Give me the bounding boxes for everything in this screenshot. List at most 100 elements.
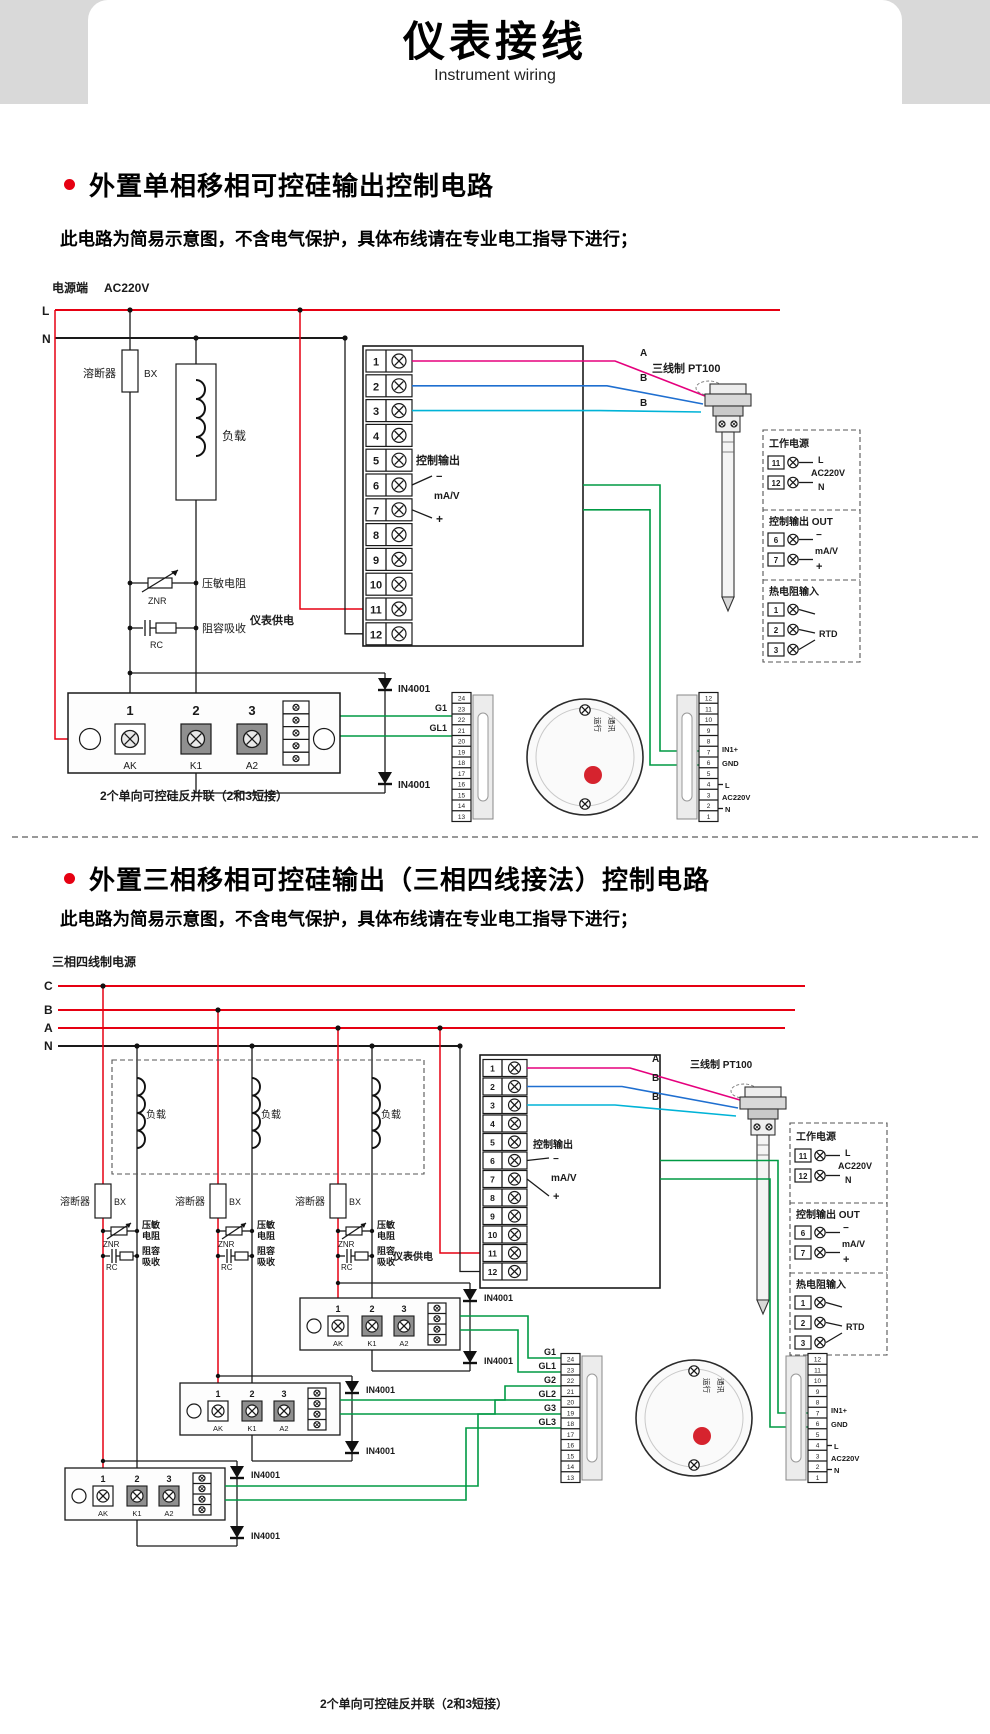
- varistor-code: ZNR: [148, 596, 167, 606]
- terminal-number: 6: [490, 1156, 495, 1166]
- page-title: 仪表接线: [402, 18, 587, 65]
- pt100-title: 三线制 PT100: [652, 361, 720, 375]
- mav-label: mA/V: [434, 491, 460, 502]
- gate-label: GL3: [538, 1417, 556, 1427]
- terminal-number: 1: [490, 1064, 495, 1074]
- terminal-number: 5: [373, 456, 379, 468]
- mav-label: mA/V: [551, 1173, 577, 1184]
- fuse-label: 溶断器: [295, 1195, 325, 1208]
- terminal-number: 3: [490, 1101, 495, 1111]
- rc-label: 阻容吸收: [202, 621, 246, 635]
- rc-code: RC: [221, 1263, 233, 1272]
- terminal-number: 7: [490, 1175, 495, 1185]
- plus-label: +: [436, 512, 443, 526]
- terminal-number: 2: [373, 381, 379, 393]
- varistor-code: ZNR: [218, 1240, 235, 1249]
- load-label: 负载: [146, 1108, 166, 1121]
- terminal-number: 11: [370, 605, 382, 617]
- scr-caption: 2个单向可控硅反并联（2和3短接）: [100, 788, 288, 803]
- line-a-label: A: [44, 1021, 53, 1035]
- line-n-label: N: [42, 332, 51, 346]
- gate-wires: G1 GL1: [340, 703, 452, 737]
- wire-b-label: B: [652, 1073, 659, 1084]
- rc-code: RC: [106, 1263, 118, 1272]
- red-bullet-icon: [64, 179, 75, 190]
- diode-label: IN4001: [366, 1446, 395, 1456]
- gate-label: GL2: [538, 1389, 556, 1399]
- three-phase-source-label: 三相四线制电源: [52, 954, 136, 969]
- sensor-wires: A B B: [527, 1054, 741, 1117]
- instrument-supply: 仪表供电: [392, 1028, 483, 1273]
- varistor-label: 压敏电阻: [202, 576, 246, 590]
- mains-lines: C B A N: [44, 979, 805, 1053]
- section1-note: 此电路为简易示意图，不含电气保护，具体布线请在专业电工指导下进行；: [60, 229, 638, 249]
- terminal-number: 1: [373, 357, 379, 369]
- fuse-code: BX: [349, 1197, 361, 1207]
- varistor-label-2: 电阻: [142, 1230, 160, 1241]
- power-end-label: 电源端: [52, 280, 88, 295]
- plus-label: +: [553, 1191, 559, 1203]
- terminal-number: 12: [370, 629, 382, 641]
- diode-branch: IN4001 IN4001: [130, 672, 431, 794]
- wire-a-label: A: [652, 1054, 659, 1065]
- diode-branch-3: IN4001 IN4001: [103, 1460, 280, 1547]
- fuse-branch: 溶断器 BX: [83, 310, 158, 693]
- terminal-number: 12: [488, 1267, 498, 1277]
- fuse-code: BX: [229, 1197, 241, 1207]
- snubber-1: 压敏 电阻 ZNR 阻容 吸收 RC: [103, 1219, 161, 1272]
- minus-label: −: [553, 1154, 559, 1165]
- ctrl-out-label: 控制输出: [533, 1138, 573, 1151]
- terminal-number: 10: [370, 580, 382, 592]
- diode-branch-2: IN4001 IN4001: [218, 1375, 395, 1462]
- g1-label: G1: [435, 703, 447, 713]
- minus-label: −: [436, 471, 442, 483]
- sensor-wires: A B B: [412, 348, 706, 413]
- rc-label-2: 吸收: [142, 1256, 160, 1267]
- diode-label: IN4001: [484, 1356, 513, 1366]
- fuses: 溶断器 BX 溶断器 BX 溶断器 BX: [60, 1183, 361, 1219]
- page-header: 仪表接线 Instrument wiring: [0, 0, 990, 104]
- rc-code: RC: [341, 1263, 353, 1272]
- snubber-2: 压敏 电阻 ZNR 阻容 吸收 RC: [218, 1219, 276, 1272]
- diode-label: IN4001: [251, 1531, 280, 1541]
- load-branch: 负载: [175, 338, 246, 693]
- fuse-code: BX: [114, 1197, 126, 1207]
- diode-label: IN4001: [398, 684, 431, 695]
- gate-label: G1: [544, 1347, 556, 1357]
- fuse-label: 溶断器: [83, 366, 116, 380]
- rc-label-1: 阻容: [257, 1245, 275, 1256]
- rc-label-1: 阻容: [142, 1245, 160, 1256]
- terminal-number: 9: [373, 555, 379, 567]
- title-panel: 仪表接线 Instrument wiring: [88, 0, 902, 104]
- varistor-code: ZNR: [338, 1240, 355, 1249]
- varistor-code: ZNR: [103, 1240, 120, 1249]
- fuse-code: BX: [144, 369, 158, 380]
- varistor-label-2: 电阻: [257, 1230, 275, 1241]
- meter-supply-label: 仪表供电: [249, 613, 294, 627]
- varistor-label-2: 电阻: [377, 1230, 395, 1241]
- section2-heading: 外置三相移相可控硅输出（三相四线接法）控制电路: [89, 865, 711, 895]
- page-subtitle: Instrument wiring: [434, 67, 556, 84]
- line-c-label: C: [44, 979, 53, 993]
- pt100-title: 三线制 PT100: [690, 1058, 753, 1071]
- rc-label-2: 吸收: [377, 1256, 395, 1267]
- section1-heading-row: 外置单相移相可控硅输出控制电路: [64, 166, 494, 203]
- diode-label: IN4001: [398, 780, 431, 791]
- diode-label: IN4001: [366, 1385, 395, 1395]
- terminal-number: 3: [373, 406, 379, 418]
- varistor-label-1: 压敏: [257, 1219, 276, 1230]
- terminal-number: 6: [373, 481, 379, 493]
- snubber-3: 压敏 电阻 ZNR 阻容 吸收 RC: [338, 1219, 396, 1272]
- junction-dots: [100, 983, 463, 1464]
- terminal-number: 2: [490, 1082, 495, 1092]
- wire-b-label: B: [652, 1092, 659, 1103]
- line-n-label: N: [44, 1039, 53, 1053]
- section-divider: [12, 836, 978, 838]
- terminal-number: 4: [490, 1119, 495, 1129]
- section1-heading: 外置单相移相可控硅输出控制电路: [89, 171, 495, 201]
- varistor-label-1: 压敏: [142, 1219, 161, 1230]
- wire-b-label: B: [640, 373, 647, 384]
- wire-a-label: A: [640, 348, 647, 359]
